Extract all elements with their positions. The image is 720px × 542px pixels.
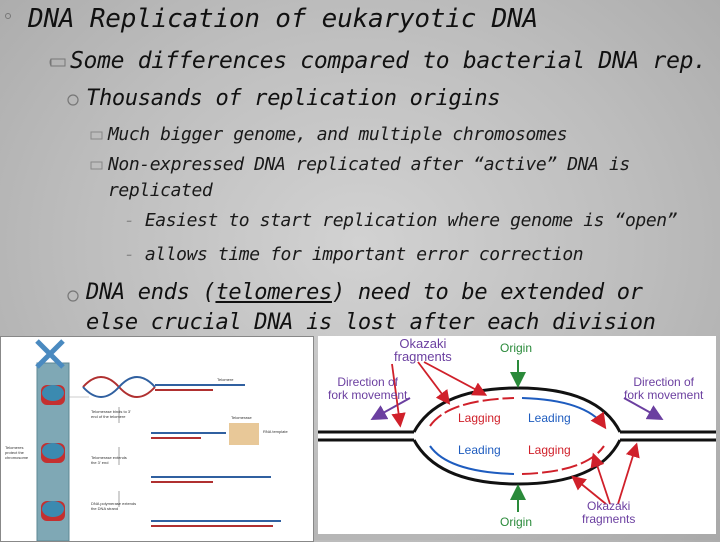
label-telomere: Telomere: [217, 377, 234, 382]
bullet-easiest: - Easiest to start replication where gen…: [124, 210, 678, 231]
telomeres-term: telomeres: [215, 280, 332, 305]
lagging-top-label: Lagging: [458, 411, 501, 425]
bullet-nonexpressed-cont: replicated: [108, 180, 213, 201]
replication-bubble-diagram: [318, 360, 716, 512]
bullet-level1: Some differences compared to bacterial D…: [70, 48, 707, 74]
label-telomerase: Telomerase: [231, 415, 252, 420]
label-rna-template: RNA template: [263, 429, 288, 434]
bullet-telomeres: DNA ends (telomeres) need to be extended…: [86, 280, 643, 305]
bullet-telomeres-cont: else crucial DNA is lost after each divi…: [86, 310, 656, 335]
slide-title: DNA Replication of eukaryotic DNA: [28, 4, 538, 34]
dash-bullet-icon: -: [124, 210, 145, 231]
scroll-bullet-icon: [90, 131, 103, 140]
bullet-dot-icon: [5, 13, 11, 19]
lagging-bottom-label: Lagging: [528, 443, 571, 457]
caption-step1: Telomerase binds to 3'end of the telomer…: [91, 409, 131, 419]
telomerase-illustration: [35, 339, 281, 541]
scroll-bullet-icon: [90, 161, 103, 170]
bullet-genome: Much bigger genome, and multiple chromos…: [108, 124, 568, 145]
circle-bullet-icon: [67, 94, 79, 106]
leading-bottom-label: Leading: [458, 443, 501, 457]
bullet-error-correction: - allows time for important error correc…: [124, 244, 584, 265]
bullet-nonexpressed: Non-expressed DNA replicated after “acti…: [108, 154, 630, 175]
circle-bullet-icon: [67, 290, 79, 302]
scroll-bullet-icon: [49, 58, 66, 67]
bullet-origins: Thousands of replication origins: [86, 86, 501, 111]
origin-top-label: Origin: [500, 341, 533, 355]
leading-top-label: Leading: [528, 411, 571, 425]
dash-bullet-icon: -: [124, 244, 145, 265]
origin-bottom-label: Origin: [500, 515, 533, 529]
telomerase-figure: Telomere Telomerase RNA template Telomer…: [0, 336, 314, 542]
